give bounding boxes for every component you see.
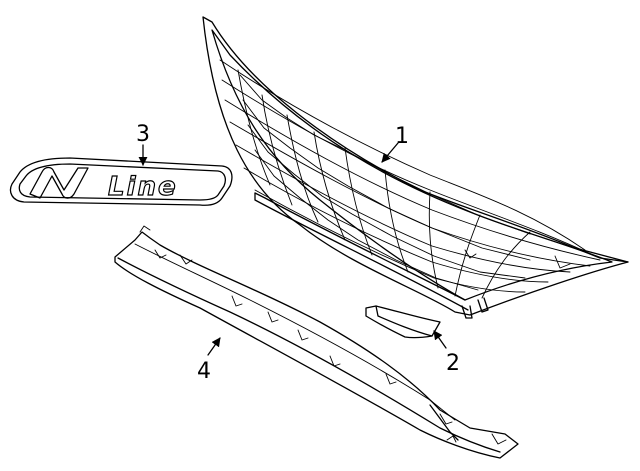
callout-3: 3 [136,122,150,166]
emblem-text: Line [108,172,178,202]
callout-label-3: 3 [136,122,150,147]
callout-2: 2 [433,330,460,376]
n-logo-icon [29,166,89,199]
callout-1: 1 [381,124,409,163]
grille-trim-piece [365,305,441,339]
lower-garnish [114,225,519,459]
callout-label-2: 2 [446,351,460,376]
callout-label-4: 4 [197,359,211,384]
callout-4: 4 [197,337,221,384]
callout-label-1: 1 [395,124,409,149]
n-line-emblem: Line [9,157,233,206]
radiator-grille [202,16,629,319]
